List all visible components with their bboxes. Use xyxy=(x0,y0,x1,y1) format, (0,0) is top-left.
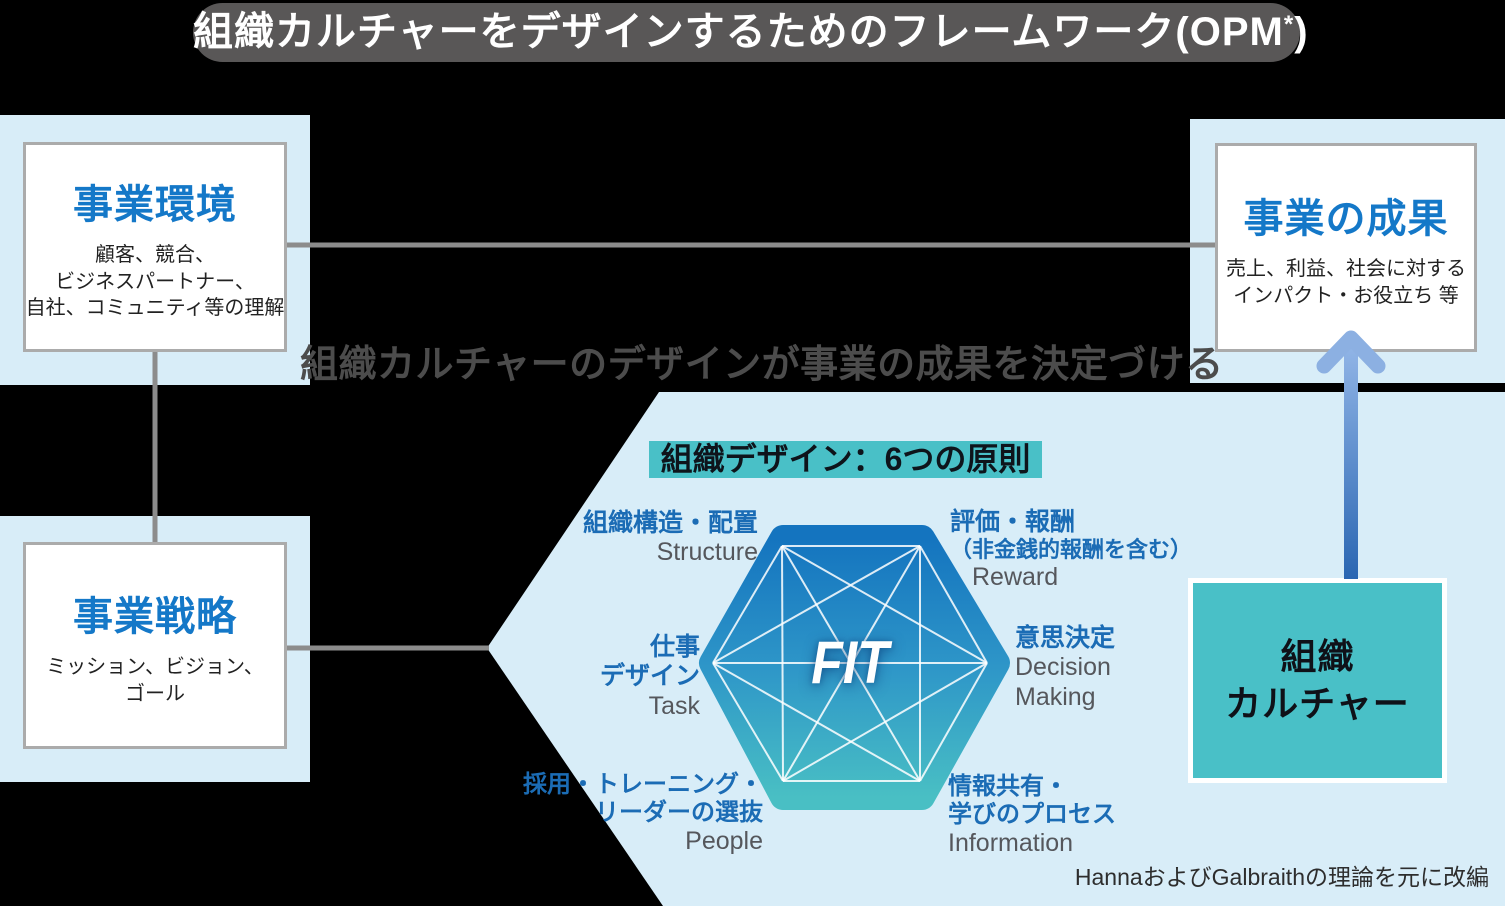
outcome-box: 事業の成果 売上、利益、社会に対する インパクト・お役立ち 等 xyxy=(1215,143,1477,352)
banner-asterisk: * xyxy=(1283,11,1295,38)
node-reward-en: Reward xyxy=(972,562,1059,591)
caption-text: 組織カルチャーのデザインが事業の成果を決定づける xyxy=(300,344,1224,386)
culture-box: 組織 カルチャー xyxy=(1188,578,1447,783)
fit-label: FIT xyxy=(811,629,889,696)
outcome-title: 事業の成果 xyxy=(1243,197,1449,242)
node-structure-en: Structure xyxy=(656,538,758,567)
node-structure-jp: 組織構造・配置 xyxy=(582,509,758,537)
node-people-en: People xyxy=(685,827,763,856)
node-people-jp: 採用・トレーニング・ リーダーの選抜 xyxy=(523,771,763,827)
node-task-jp: 仕事 デザイン xyxy=(599,633,700,691)
node-reward: 評価・報酬 （非金銭的報酬を含む） Reward xyxy=(950,508,1192,592)
banner-close-paren: ) xyxy=(1294,10,1309,54)
outcome-description: 売上、利益、社会に対する インパクト・お役立ち 等 xyxy=(1226,258,1466,307)
node-decision-en: Decision Making xyxy=(1015,653,1111,711)
strategy-title: 事業戦略 xyxy=(73,595,237,640)
arrow-shaft xyxy=(1344,348,1358,579)
arrow-head xyxy=(1316,330,1386,374)
environment-title: 事業環境 xyxy=(73,183,237,228)
node-structure: 組織構造・配置 Structure xyxy=(583,509,758,568)
culture-to-outcome-arrow xyxy=(1316,330,1386,579)
hexagon-network-lines xyxy=(712,545,988,782)
environment-box: 事業環境 顧客、競合、 ビジネスパートナー、 自社、コミュニティ等の理解 xyxy=(23,142,287,352)
node-reward-jp: 評価・報酬 （非金銭的報酬を含む） xyxy=(950,508,1193,563)
node-information-jp: 情報共有・ 学びのプロセス xyxy=(948,773,1116,829)
node-task-en: Task xyxy=(648,691,700,720)
node-information: 情報共有・ 学びのプロセス Information xyxy=(948,773,1116,858)
environment-description: 顧客、競合、 ビジネスパートナー、 自社、コミュニティ等の理解 xyxy=(25,244,285,320)
attribution-note: HannaおよびGalbraithの理論を元に改編 xyxy=(1074,864,1489,890)
node-people: 採用・トレーニング・ リーダーの選抜 People xyxy=(523,771,763,856)
principles-header: 組織デザイン：6つの原則 xyxy=(649,441,1042,478)
node-task: 仕事 デザイン Task xyxy=(600,633,700,721)
banner-text: 組織カルチャーをデザインするためのフレームワーク(OPM xyxy=(193,10,1284,54)
node-decision: 意思決定 Decision Making xyxy=(1015,624,1115,712)
title-banner: 組織カルチャーをデザインするためのフレームワーク(OPM*) xyxy=(193,3,1307,62)
node-decision-jp: 意思決定 xyxy=(1015,624,1116,652)
strategy-description: ミッション、ビジョン、 ゴール xyxy=(46,656,264,705)
node-information-en: Information xyxy=(948,829,1074,858)
strategy-box: 事業戦略 ミッション、ビジョン、 ゴール xyxy=(23,542,287,749)
